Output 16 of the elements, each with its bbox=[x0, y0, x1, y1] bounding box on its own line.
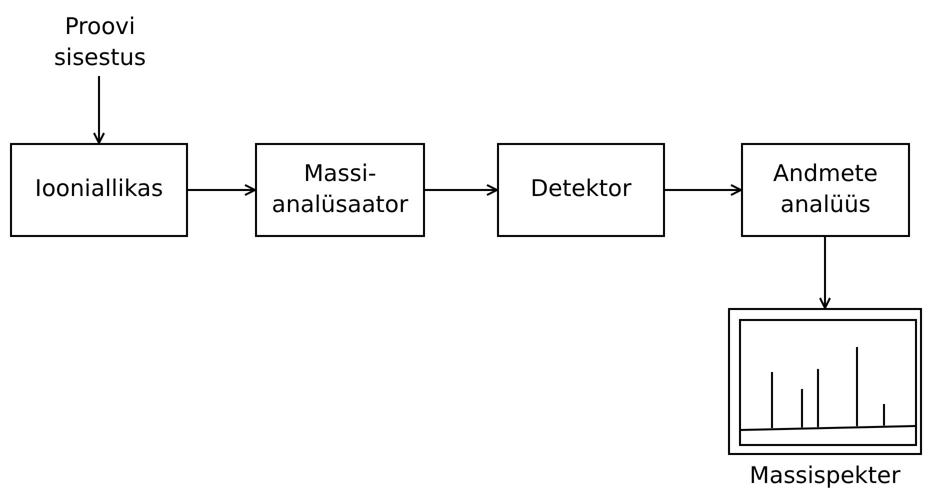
arrow bbox=[188, 184, 256, 196]
node-label: Detektor bbox=[530, 175, 632, 204]
process-box bbox=[255, 143, 425, 237]
process-box bbox=[741, 143, 910, 237]
node-label: Andmete analüüs bbox=[772, 160, 879, 220]
process-box bbox=[10, 143, 188, 237]
node-label: Massispekter bbox=[748, 463, 902, 489]
arrow bbox=[93, 76, 105, 144]
monitor-drawing bbox=[728, 308, 922, 455]
node-label: Iooniallikas bbox=[34, 175, 164, 204]
arrow bbox=[819, 237, 831, 309]
arrow bbox=[425, 184, 498, 196]
process-box bbox=[497, 143, 665, 237]
arrow bbox=[665, 184, 742, 196]
input-label: Proovi sisestus bbox=[42, 10, 158, 76]
node-label: Massi- analüsaator bbox=[270, 160, 410, 220]
